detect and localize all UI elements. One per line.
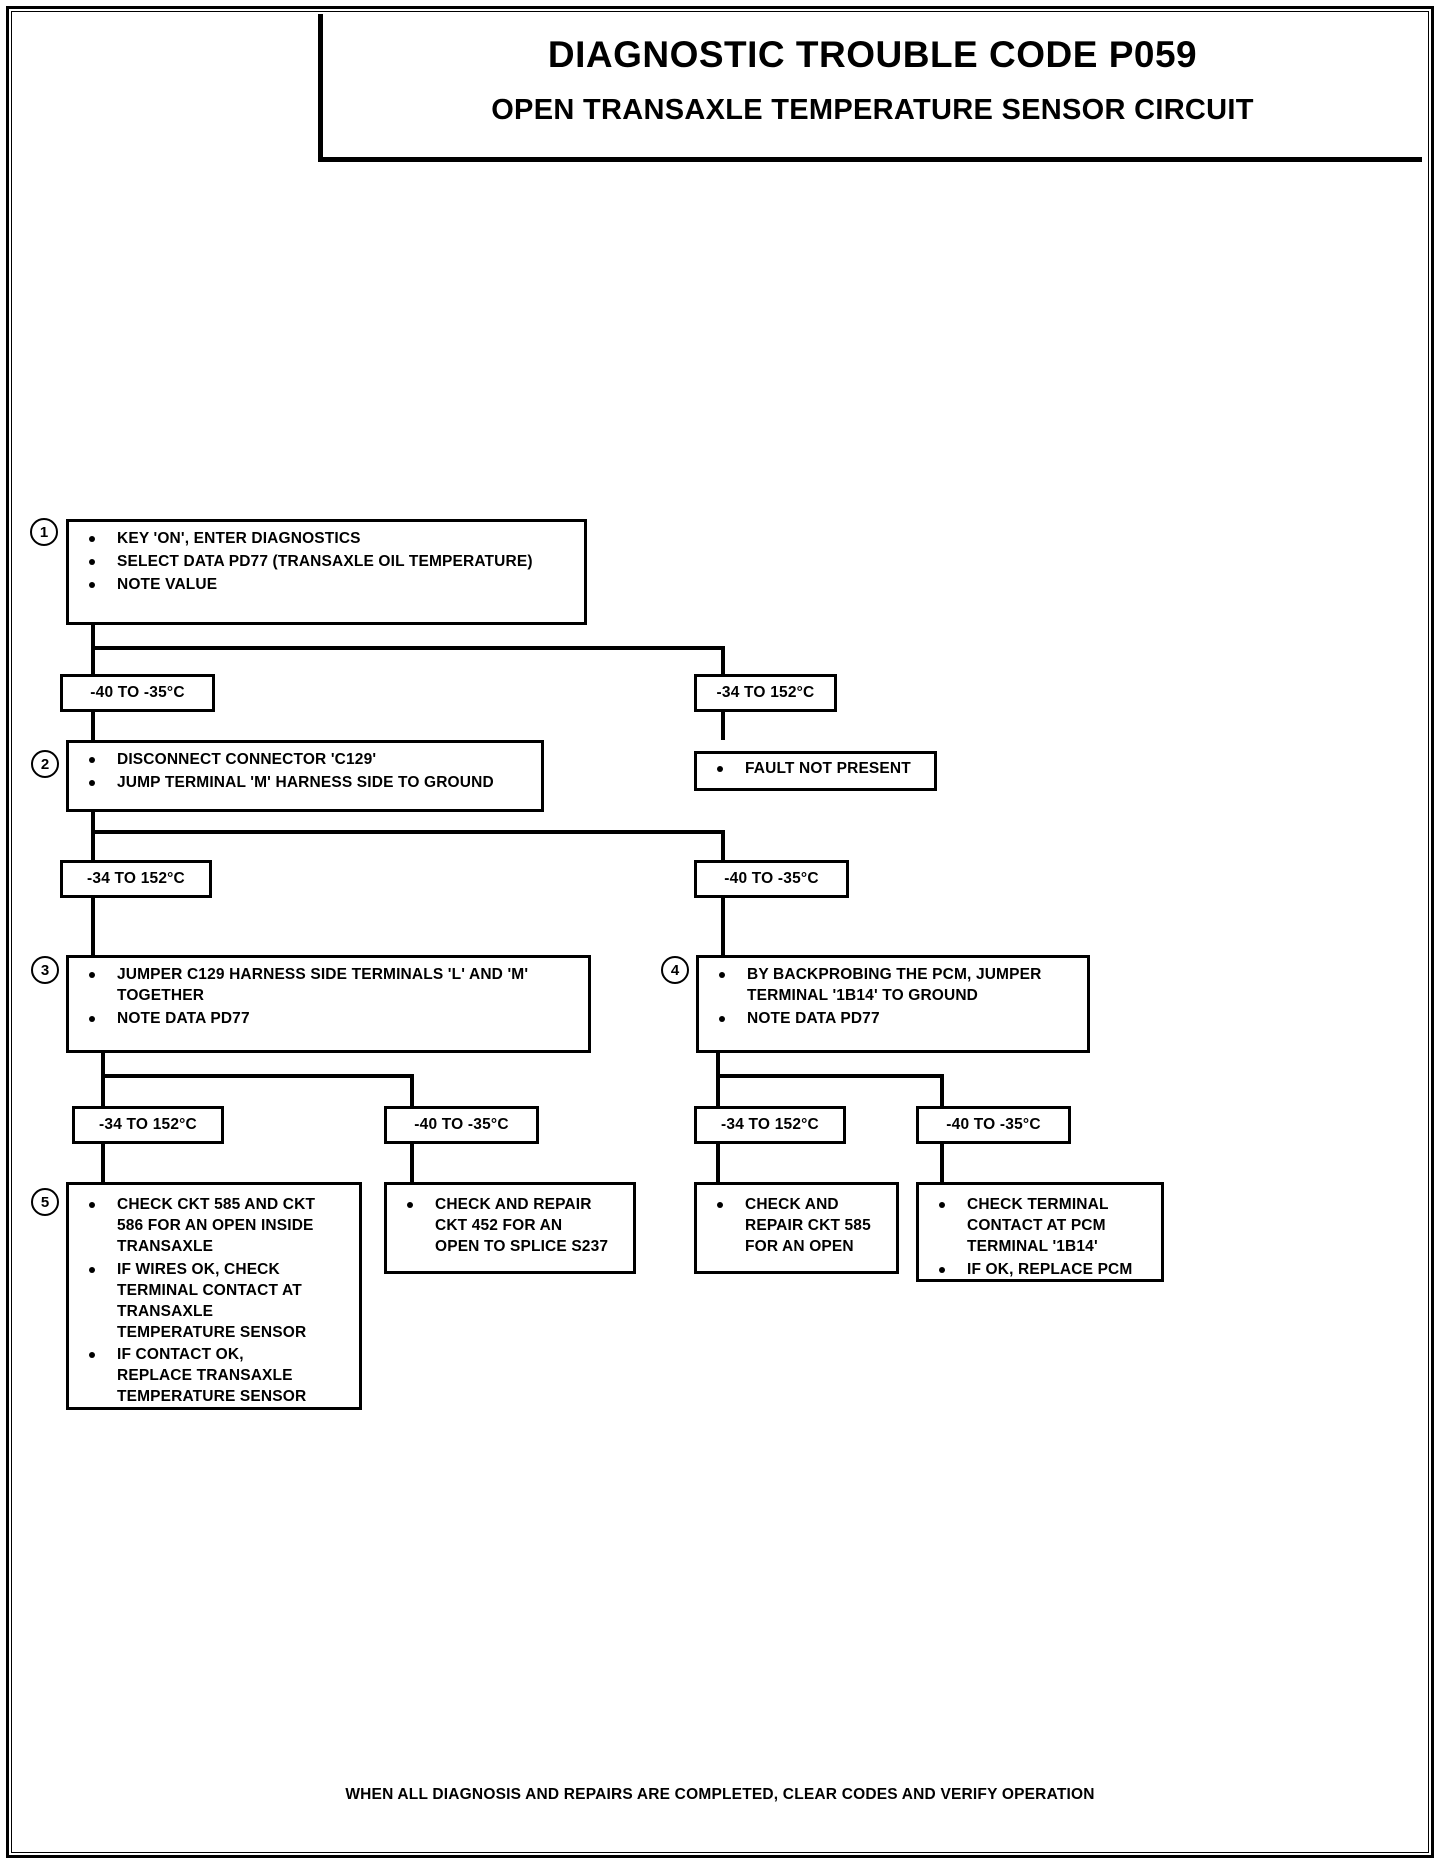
page-outer-border	[6, 6, 1434, 1858]
range-box-minus34-to-152-b: -34 TO 152°C	[60, 860, 212, 898]
list-item: JUMP TERMINAL 'M' HARNESS SIDE TO GROUND	[73, 773, 535, 794]
page-inner-border	[11, 11, 1429, 1853]
page-title: DIAGNOSTIC TROUBLE CODE P059	[547, 34, 1198, 75]
action-b-bullet-list: CHECK AND REPAIR CKT 452 FOR AN OPEN TO …	[387, 1185, 633, 1266]
step-3-bullet-list: JUMPER C129 HARNESS SIDE TERMINALS 'L' A…	[69, 958, 588, 1038]
connector-line	[716, 1144, 720, 1184]
connector-line	[101, 1074, 414, 1078]
step-2-bullet-list: DISCONNECT CONNECTOR 'C129' JUMP TERMINA…	[69, 743, 541, 802]
step-4-box: BY BACKPROBING THE PCM, JUMPER TERMINAL …	[696, 955, 1090, 1053]
range-box-minus40-to-minus35-b: -40 TO -35°C	[694, 860, 849, 898]
fault-not-present-bullet-list: FAULT NOT PRESENT	[697, 754, 934, 788]
list-item: NOTE VALUE	[73, 575, 578, 596]
step-4-bullet-list: BY BACKPROBING THE PCM, JUMPER TERMINAL …	[699, 958, 1087, 1038]
step-1-box: KEY 'ON', ENTER DIAGNOSTICS SELECT DATA …	[66, 519, 587, 625]
action-d-bullet-list: CHECK TERMINAL CONTACT AT PCM TERMINAL '…	[919, 1185, 1161, 1289]
range-box-minus34-to-152-c: -34 TO 152°C	[72, 1106, 224, 1144]
step-1-bullet-list: KEY 'ON', ENTER DIAGNOSTICS SELECT DATA …	[69, 522, 584, 604]
connector-line	[410, 1074, 414, 1106]
list-item: KEY 'ON', ENTER DIAGNOSTICS	[73, 529, 578, 550]
list-item: FAULT NOT PRESENT	[701, 759, 928, 780]
connector-line	[716, 1074, 944, 1078]
fault-not-present-box: FAULT NOT PRESENT	[694, 751, 937, 791]
action-check-repair-ckt452-box: CHECK AND REPAIR CKT 452 FOR AN OPEN TO …	[384, 1182, 636, 1274]
action-c-bullet-list: CHECK AND REPAIR CKT 585 FOR AN OPEN	[697, 1185, 896, 1266]
list-item: CHECK AND REPAIR CKT 452 FOR AN OPEN TO …	[391, 1195, 627, 1258]
connector-line	[721, 830, 725, 860]
list-item: CHECK CKT 585 AND CKT 586 FOR AN OPEN IN…	[73, 1195, 353, 1258]
range-box-minus34-to-152-d: -34 TO 152°C	[694, 1106, 846, 1144]
connector-line	[91, 898, 95, 960]
connector-line	[410, 1144, 414, 1184]
connector-line	[940, 1144, 944, 1184]
list-item: IF OK, REPLACE PCM	[923, 1260, 1155, 1281]
list-item: NOTE DATA PD77	[73, 1009, 582, 1030]
range-box-minus40-to-minus35-d: -40 TO -35°C	[916, 1106, 1071, 1144]
connector-line	[101, 1144, 105, 1184]
action-check-repair-ckt585-box: CHECK AND REPAIR CKT 585 FOR AN OPEN	[694, 1182, 899, 1274]
list-item: DISCONNECT CONNECTOR 'C129'	[73, 750, 535, 771]
connector-line	[940, 1074, 944, 1106]
connector-line	[91, 625, 95, 650]
connector-line	[91, 830, 95, 860]
list-item: JUMPER C129 HARNESS SIDE TERMINALS 'L' A…	[73, 965, 582, 1007]
list-item: BY BACKPROBING THE PCM, JUMPER TERMINAL …	[703, 965, 1081, 1007]
connector-line	[716, 1074, 720, 1106]
step-2-box: DISCONNECT CONNECTOR 'C129' JUMP TERMINA…	[66, 740, 544, 812]
range-box-minus40-to-minus35-c: -40 TO -35°C	[384, 1106, 539, 1144]
connector-line	[91, 712, 95, 740]
list-item: SELECT DATA PD77 (TRANSAXLE OIL TEMPERAT…	[73, 552, 578, 573]
list-item: CHECK AND REPAIR CKT 585 FOR AN OPEN	[701, 1195, 890, 1258]
connector-line	[721, 646, 725, 674]
range-box-minus40-to-minus35-a: -40 TO -35°C	[60, 674, 215, 712]
list-item: CHECK TERMINAL CONTACT AT PCM TERMINAL '…	[923, 1195, 1155, 1258]
list-item: IF CONTACT OK, REPLACE TRANSAXLE TEMPERA…	[73, 1345, 353, 1408]
connector-line	[716, 1053, 720, 1078]
range-box-minus34-to-152-a: -34 TO 152°C	[694, 674, 837, 712]
list-item: IF WIRES OK, CHECK TERMINAL CONTACT AT T…	[73, 1260, 353, 1344]
step-number-2: 2	[31, 750, 59, 778]
connector-line	[721, 712, 725, 740]
page-subtitle: OPEN TRANSAXLE TEMPERATURE SENSOR CIRCUI…	[491, 93, 1254, 126]
step-number-3: 3	[31, 956, 59, 984]
step-5-box: CHECK CKT 585 AND CKT 586 FOR AN OPEN IN…	[66, 1182, 362, 1410]
connector-line	[91, 812, 95, 834]
step-number-1: 1	[30, 518, 58, 546]
footer-note: WHEN ALL DIAGNOSIS AND REPAIRS ARE COMPL…	[345, 1786, 1095, 1803]
connector-line	[101, 1053, 105, 1078]
title-block: DIAGNOSTIC TROUBLE CODE P059 OPEN TRANSA…	[318, 14, 1422, 162]
connector-line	[91, 830, 725, 834]
step-3-box: JUMPER C129 HARNESS SIDE TERMINALS 'L' A…	[66, 955, 591, 1053]
connector-line	[91, 646, 95, 674]
step-number-5: 5	[31, 1188, 59, 1216]
connector-line	[91, 646, 725, 650]
connector-line	[721, 898, 725, 960]
action-check-terminal-pcm-box: CHECK TERMINAL CONTACT AT PCM TERMINAL '…	[916, 1182, 1164, 1282]
step-number-4: 4	[661, 956, 689, 984]
connector-line	[101, 1074, 105, 1106]
step-5-bullet-list: CHECK CKT 585 AND CKT 586 FOR AN OPEN IN…	[69, 1185, 359, 1416]
list-item: NOTE DATA PD77	[703, 1009, 1081, 1030]
